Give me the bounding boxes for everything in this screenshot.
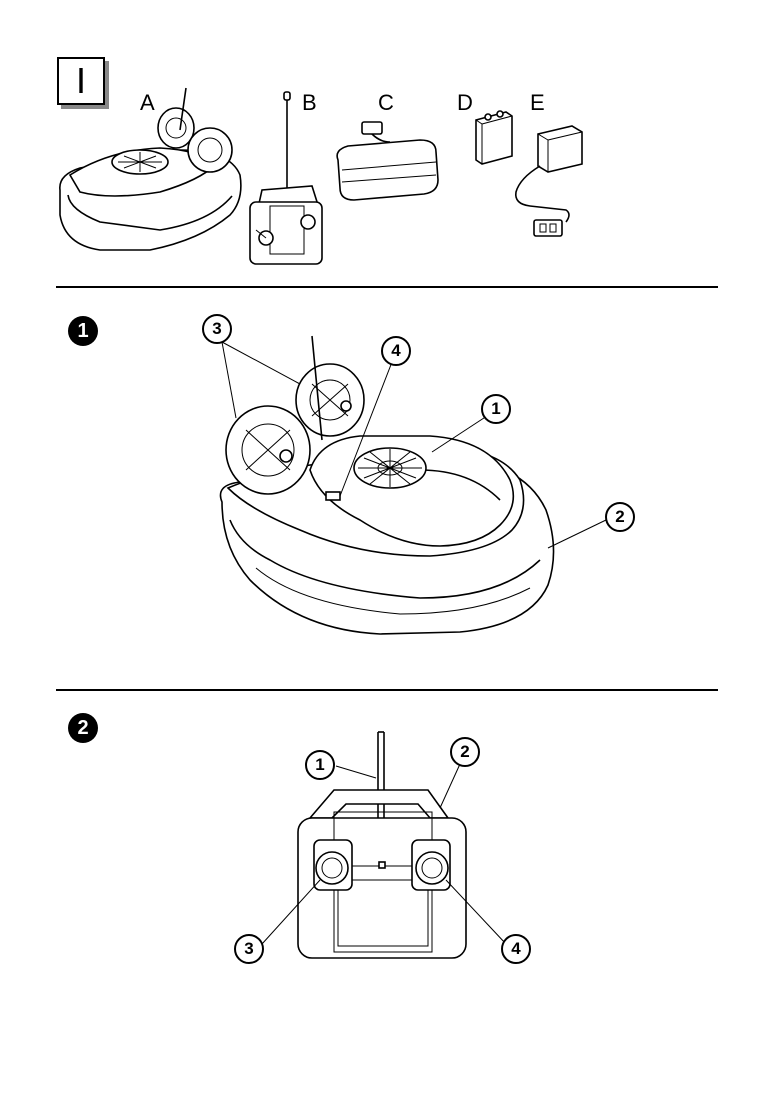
nine-volt-battery-illustration xyxy=(476,111,512,164)
section-divider-1 xyxy=(56,286,718,288)
callout-3-rear-fans: 3 xyxy=(202,314,232,344)
step-2-badge: 2 xyxy=(68,713,98,743)
callout-4-right-stick: 4 xyxy=(501,934,531,964)
step-1-badge: 1 xyxy=(68,316,98,346)
hovercraft-small-illustration xyxy=(60,88,241,250)
section-divider-2 xyxy=(56,689,718,691)
callout-1-fan: 1 xyxy=(481,394,511,424)
battery-pack-illustration xyxy=(337,122,438,200)
callout-4-switch: 4 xyxy=(381,336,411,366)
remote-control-small-illustration xyxy=(250,92,322,264)
callout-2-handle: 2 xyxy=(450,737,480,767)
callout-3-left-stick: 3 xyxy=(234,934,264,964)
charger-illustration xyxy=(516,126,582,236)
callout-1-antenna: 1 xyxy=(305,750,335,780)
callout-2-skirt: 2 xyxy=(605,502,635,532)
hovercraft-large-illustration xyxy=(220,336,606,634)
